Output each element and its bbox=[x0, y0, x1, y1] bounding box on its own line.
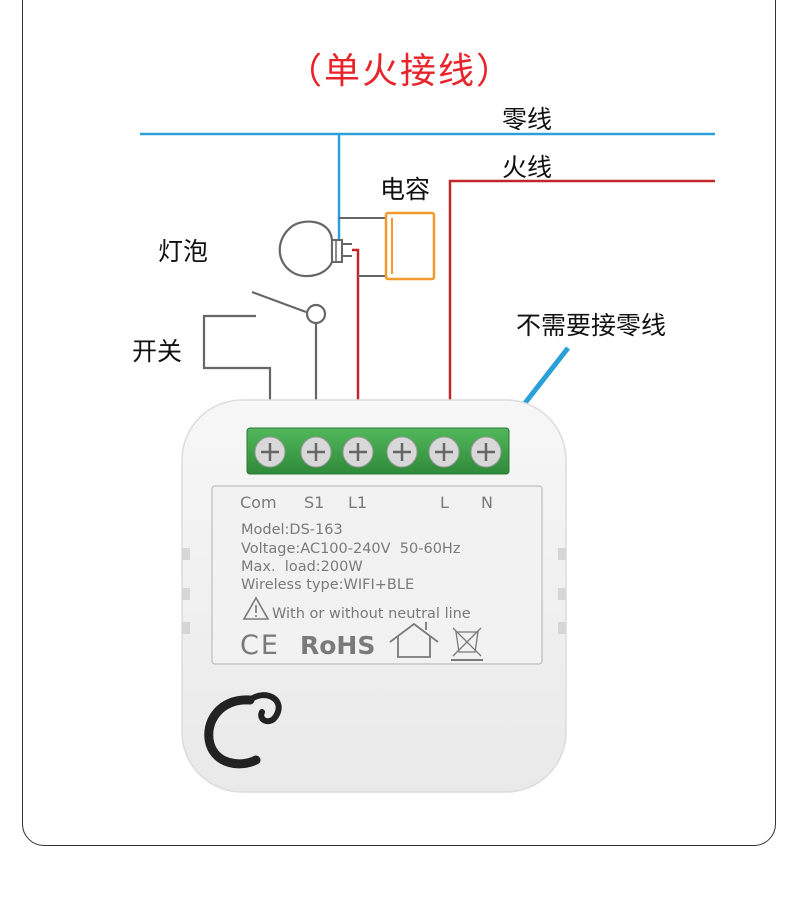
terminal-label-l1: L1 bbox=[348, 493, 367, 512]
live-wire-label: 火线 bbox=[502, 153, 553, 182]
hook-icon bbox=[204, 695, 261, 769]
warning-icon bbox=[242, 596, 270, 620]
neutral-note-text: With or without neutral line bbox=[272, 606, 471, 622]
rohs-mark-icon: RoHS bbox=[300, 631, 375, 660]
capacitor-symbol bbox=[384, 211, 436, 281]
model-text: Model:DS-163 bbox=[241, 522, 343, 538]
terminal-block bbox=[246, 427, 510, 475]
switch-label: 开关 bbox=[132, 337, 183, 366]
terminal-screws bbox=[254, 436, 502, 468]
weee-bin-icon bbox=[451, 627, 483, 661]
bulb-icon bbox=[278, 220, 352, 278]
load-wire bbox=[352, 248, 360, 452]
terminal-label-n: N bbox=[481, 493, 493, 512]
wireless-text: Wireless type:WIFI+BLE bbox=[241, 577, 414, 593]
terminal-label-com: Com bbox=[240, 493, 277, 512]
page-title: （单火接线） bbox=[285, 51, 514, 92]
terminal-label-s1: S1 bbox=[304, 493, 324, 512]
home-icon bbox=[389, 622, 439, 658]
outer-frame bbox=[22, 0, 776, 846]
label-plate bbox=[211, 485, 543, 665]
voltage-text: Voltage:AC100-240V 50-60Hz bbox=[241, 541, 460, 557]
ce-mark-icon: CE bbox=[240, 630, 280, 661]
hook-tip bbox=[247, 692, 282, 725]
no-neutral-label: 不需要接零线 bbox=[516, 311, 667, 340]
capacitor-label: 电容 bbox=[380, 175, 431, 204]
switch-module: Com S1 L1 L N Model:DS-163 Voltage:AC100… bbox=[181, 399, 567, 793]
live-wire bbox=[448, 179, 715, 452]
terminal-label-l: L bbox=[440, 493, 449, 512]
bulb-label: 灯泡 bbox=[158, 237, 209, 266]
neutral-wire-label: 零线 bbox=[502, 105, 553, 134]
max-load-text: Max. load:200W bbox=[241, 559, 363, 575]
